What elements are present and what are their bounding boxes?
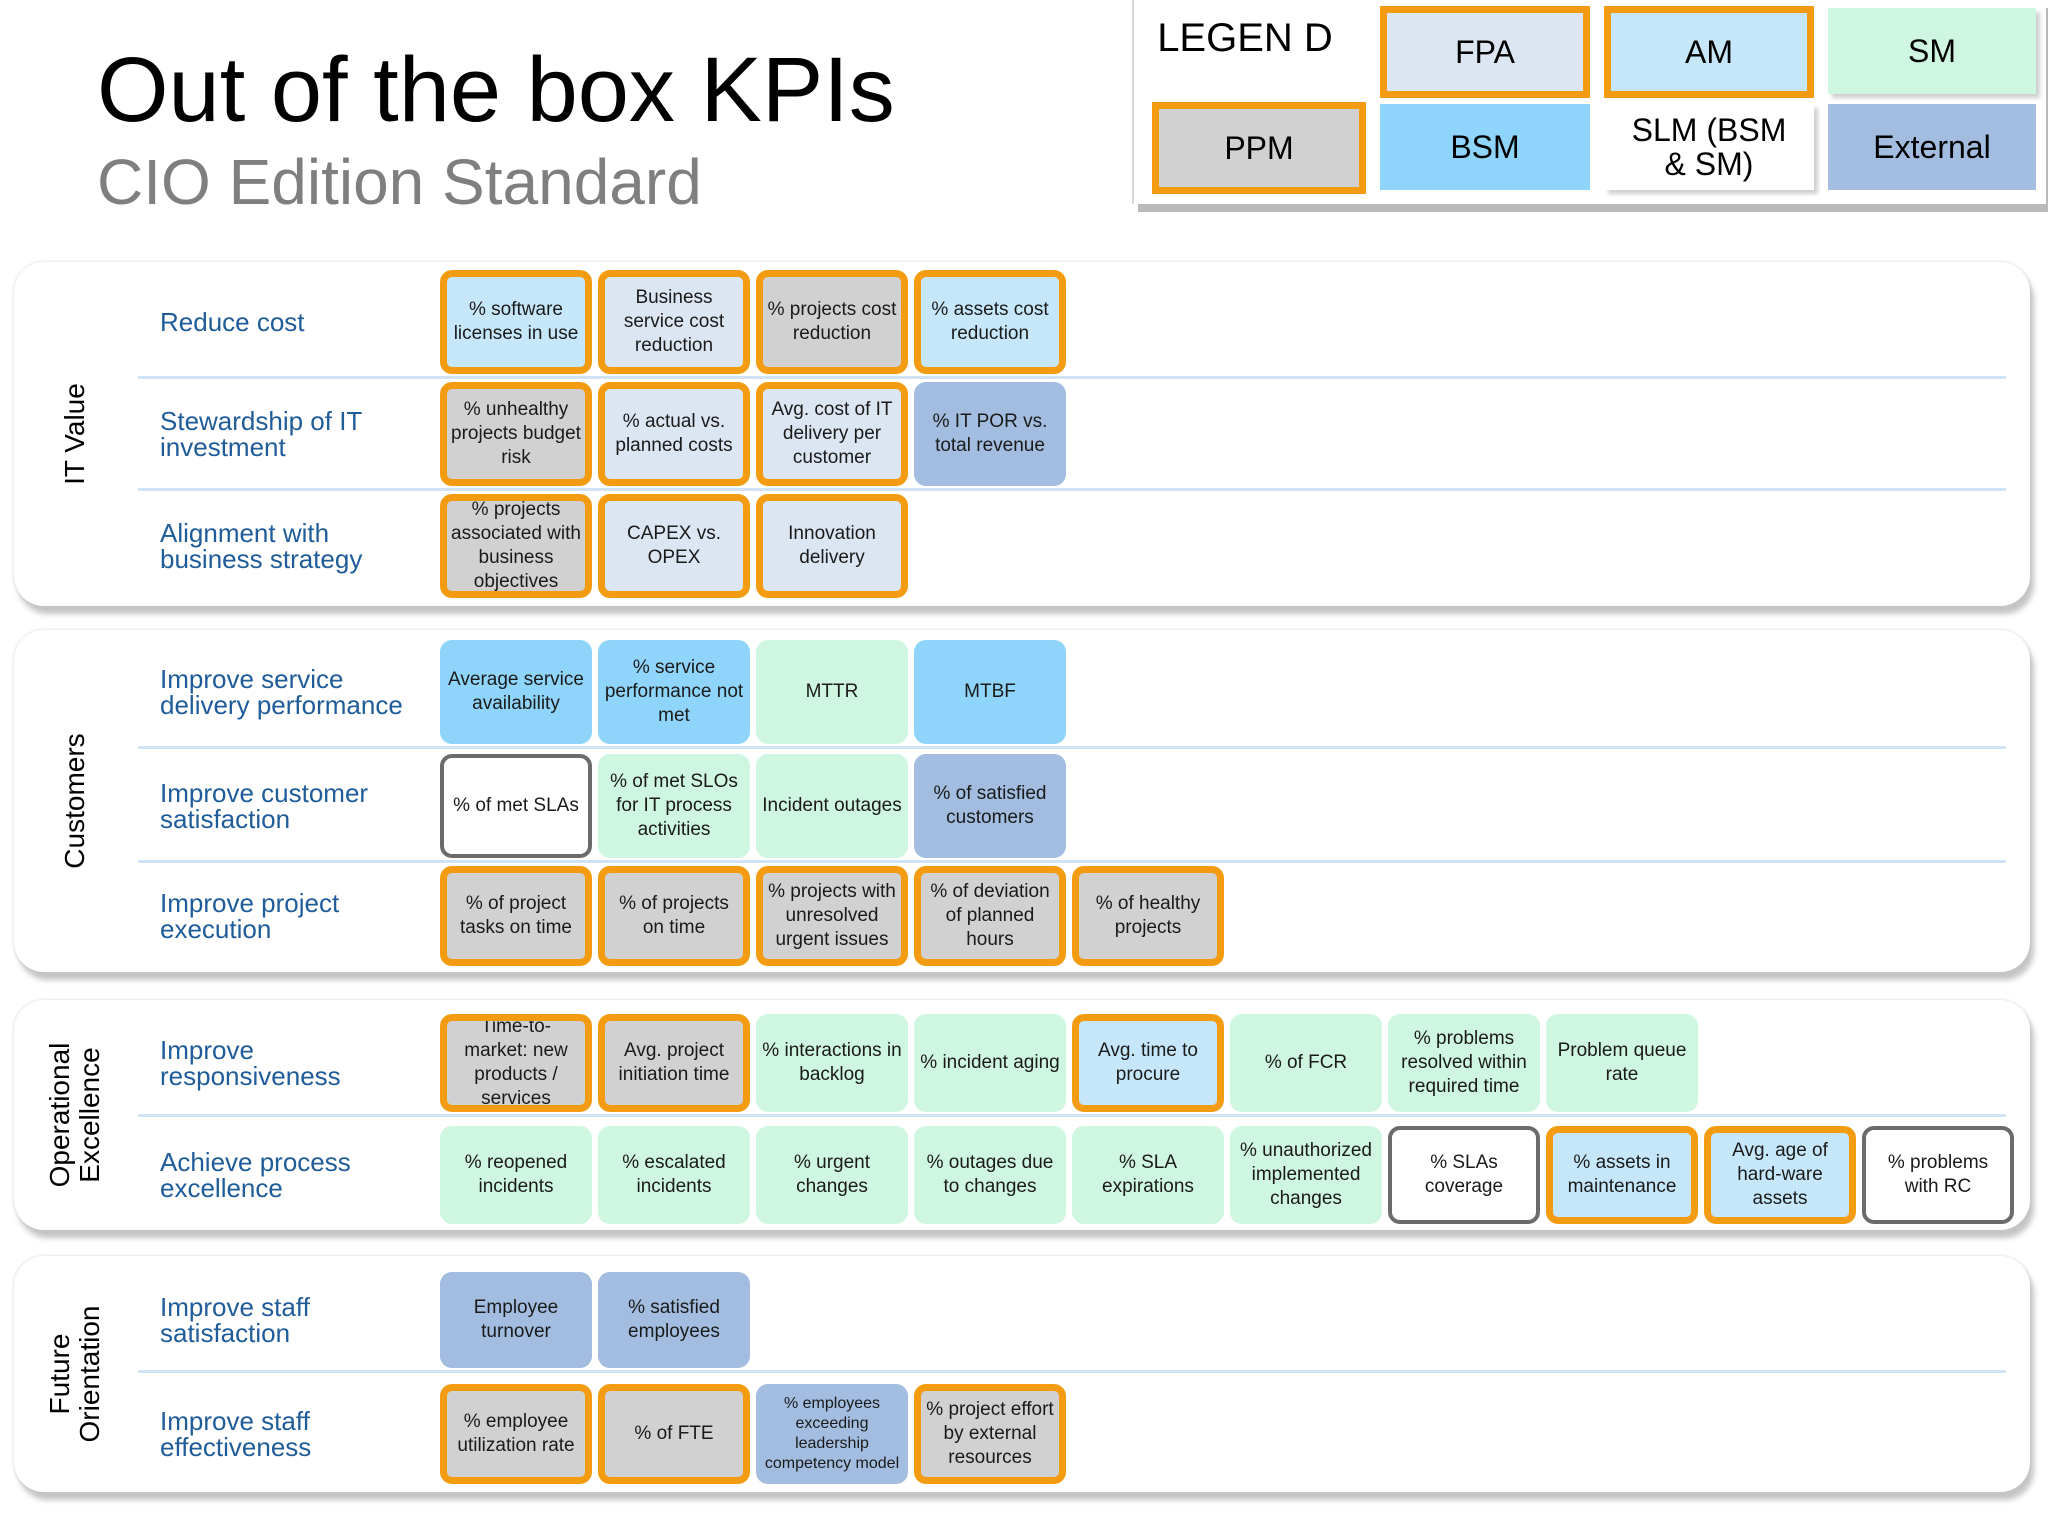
- row-label-reduce-cost: Reduce cost: [160, 307, 305, 337]
- kpi-box: % projects with unresolved urgent issues: [756, 866, 908, 966]
- kpi-box: % of met SLOs for IT process activities: [598, 754, 750, 858]
- kpi-box: MTBF: [914, 640, 1066, 744]
- row-separator: [138, 1370, 2006, 1373]
- kpi-box: % incident aging: [914, 1014, 1066, 1112]
- legend-item-am: AM: [1604, 6, 1814, 98]
- kpi-box: Innovation delivery: [756, 494, 908, 598]
- kpi-box: Problem queue rate: [1546, 1014, 1698, 1112]
- legend-item-fpa: FPA: [1380, 6, 1590, 98]
- legend-title: LEGEN D: [1157, 16, 1333, 60]
- row-label-improve-responsiveness: Improve responsiveness: [160, 1035, 341, 1091]
- kpi-box: % SLAs coverage: [1388, 1126, 1540, 1224]
- kpi-box: % software licenses in use: [440, 270, 592, 374]
- kpi-box: Business service cost reduction: [598, 270, 750, 374]
- kpi-box: % interactions in backlog: [756, 1014, 908, 1112]
- kpi-box: % of satisfied customers: [914, 754, 1066, 858]
- kpi-box: % employee utilization rate: [440, 1384, 592, 1484]
- legend-item-sm: SM: [1828, 8, 2036, 94]
- row-separator: [138, 746, 2006, 749]
- row-label-stewardship-of-it-investment: Stewardship of IT investment: [160, 406, 362, 462]
- kpi-box: % service performance not met: [598, 640, 750, 744]
- row-label-achieve-process-excellence: Achieve process excellence: [160, 1147, 351, 1203]
- group-label-customers: Customers: [59, 733, 90, 869]
- legend-item-external: External: [1828, 104, 2036, 190]
- kpi-box: % unauthorized implemented changes: [1230, 1126, 1382, 1224]
- kpi-box: % of healthy projects: [1072, 866, 1224, 966]
- kpi-box: % of met SLAs: [440, 754, 592, 858]
- legend-item-bsm: BSM: [1380, 104, 1590, 190]
- kpi-box: % satisfied employees: [598, 1272, 750, 1368]
- kpi-box: % unhealthy projects budget risk: [440, 382, 592, 486]
- kpi-box: % actual vs. planned costs: [598, 382, 750, 486]
- group-label-it-value: IT Value: [59, 383, 90, 485]
- kpi-box: Avg. time to procure: [1072, 1014, 1224, 1112]
- page-subtitle: CIO Edition Standard: [97, 146, 702, 218]
- row-label-improve-project-execution: Improve project execution: [160, 888, 340, 944]
- kpi-box: Avg. cost of IT delivery per customer: [756, 382, 908, 486]
- kpi-box: % of FCR: [1230, 1014, 1382, 1112]
- kpi-box: % escalated incidents: [598, 1126, 750, 1224]
- group-label-future-orientation: Future Orientation: [44, 1305, 105, 1443]
- row-label-improve-staff-effectiveness: Improve staff effectiveness: [160, 1406, 312, 1462]
- kpi-box: % of deviation of planned hours: [914, 866, 1066, 966]
- row-label-improve-customer-satisfaction: Improve customer satisfaction: [160, 778, 369, 834]
- kpi-box: % SLA expirations: [1072, 1126, 1224, 1224]
- kpi-box: Time-to-market: new products / services: [440, 1014, 592, 1112]
- row-separator: [138, 488, 2006, 491]
- kpi-box: Avg. age of hard-ware assets: [1704, 1126, 1856, 1224]
- kpi-box: % projects cost reduction: [756, 270, 908, 374]
- row-separator: [138, 1114, 2006, 1117]
- legend-item-ppm: PPM: [1152, 102, 1366, 194]
- row-label-alignment-with-business-strategy: Alignment with business strategy: [160, 518, 363, 574]
- kpi-box: % assets cost reduction: [914, 270, 1066, 374]
- kpi-box: % projects associated with business obje…: [440, 494, 592, 598]
- kpi-box: % of FTE: [598, 1384, 750, 1484]
- row-label-improve-staff-satisfaction: Improve staff satisfaction: [160, 1292, 310, 1348]
- row-label-improve-service-delivery-performance: Improve service delivery performance: [160, 664, 403, 720]
- kpi-box: % assets in maintenance: [1546, 1126, 1698, 1224]
- page-title: Out of the box KPIs: [97, 39, 895, 141]
- kpi-box: % employees exceeding leadership compete…: [756, 1384, 908, 1484]
- kpi-box: CAPEX vs. OPEX: [598, 494, 750, 598]
- kpi-box: Average service availability: [440, 640, 592, 744]
- kpi-box: % of project tasks on time: [440, 866, 592, 966]
- kpi-box: % problems with RC: [1862, 1126, 2014, 1224]
- row-separator: [138, 860, 2006, 863]
- kpi-box: MTTR: [756, 640, 908, 744]
- row-separator: [138, 376, 2006, 379]
- legend-item-slm: SLM (BSM & SM): [1604, 104, 1814, 190]
- kpi-box: Avg. project initiation time: [598, 1014, 750, 1112]
- kpi-box: Employee turnover: [440, 1272, 592, 1368]
- group-label-operational-excellence: Operational Excellence: [44, 1042, 105, 1188]
- kpi-box: % urgent changes: [756, 1126, 908, 1224]
- kpi-box: % of projects on time: [598, 866, 750, 966]
- kpi-box: % reopened incidents: [440, 1126, 592, 1224]
- kpi-box: Incident outages: [756, 754, 908, 858]
- kpi-box: % problems resolved within required time: [1388, 1014, 1540, 1112]
- kpi-box: % IT POR vs. total revenue: [914, 382, 1066, 486]
- kpi-box: % project effort by external resources: [914, 1384, 1066, 1484]
- kpi-box: % outages due to changes: [914, 1126, 1066, 1224]
